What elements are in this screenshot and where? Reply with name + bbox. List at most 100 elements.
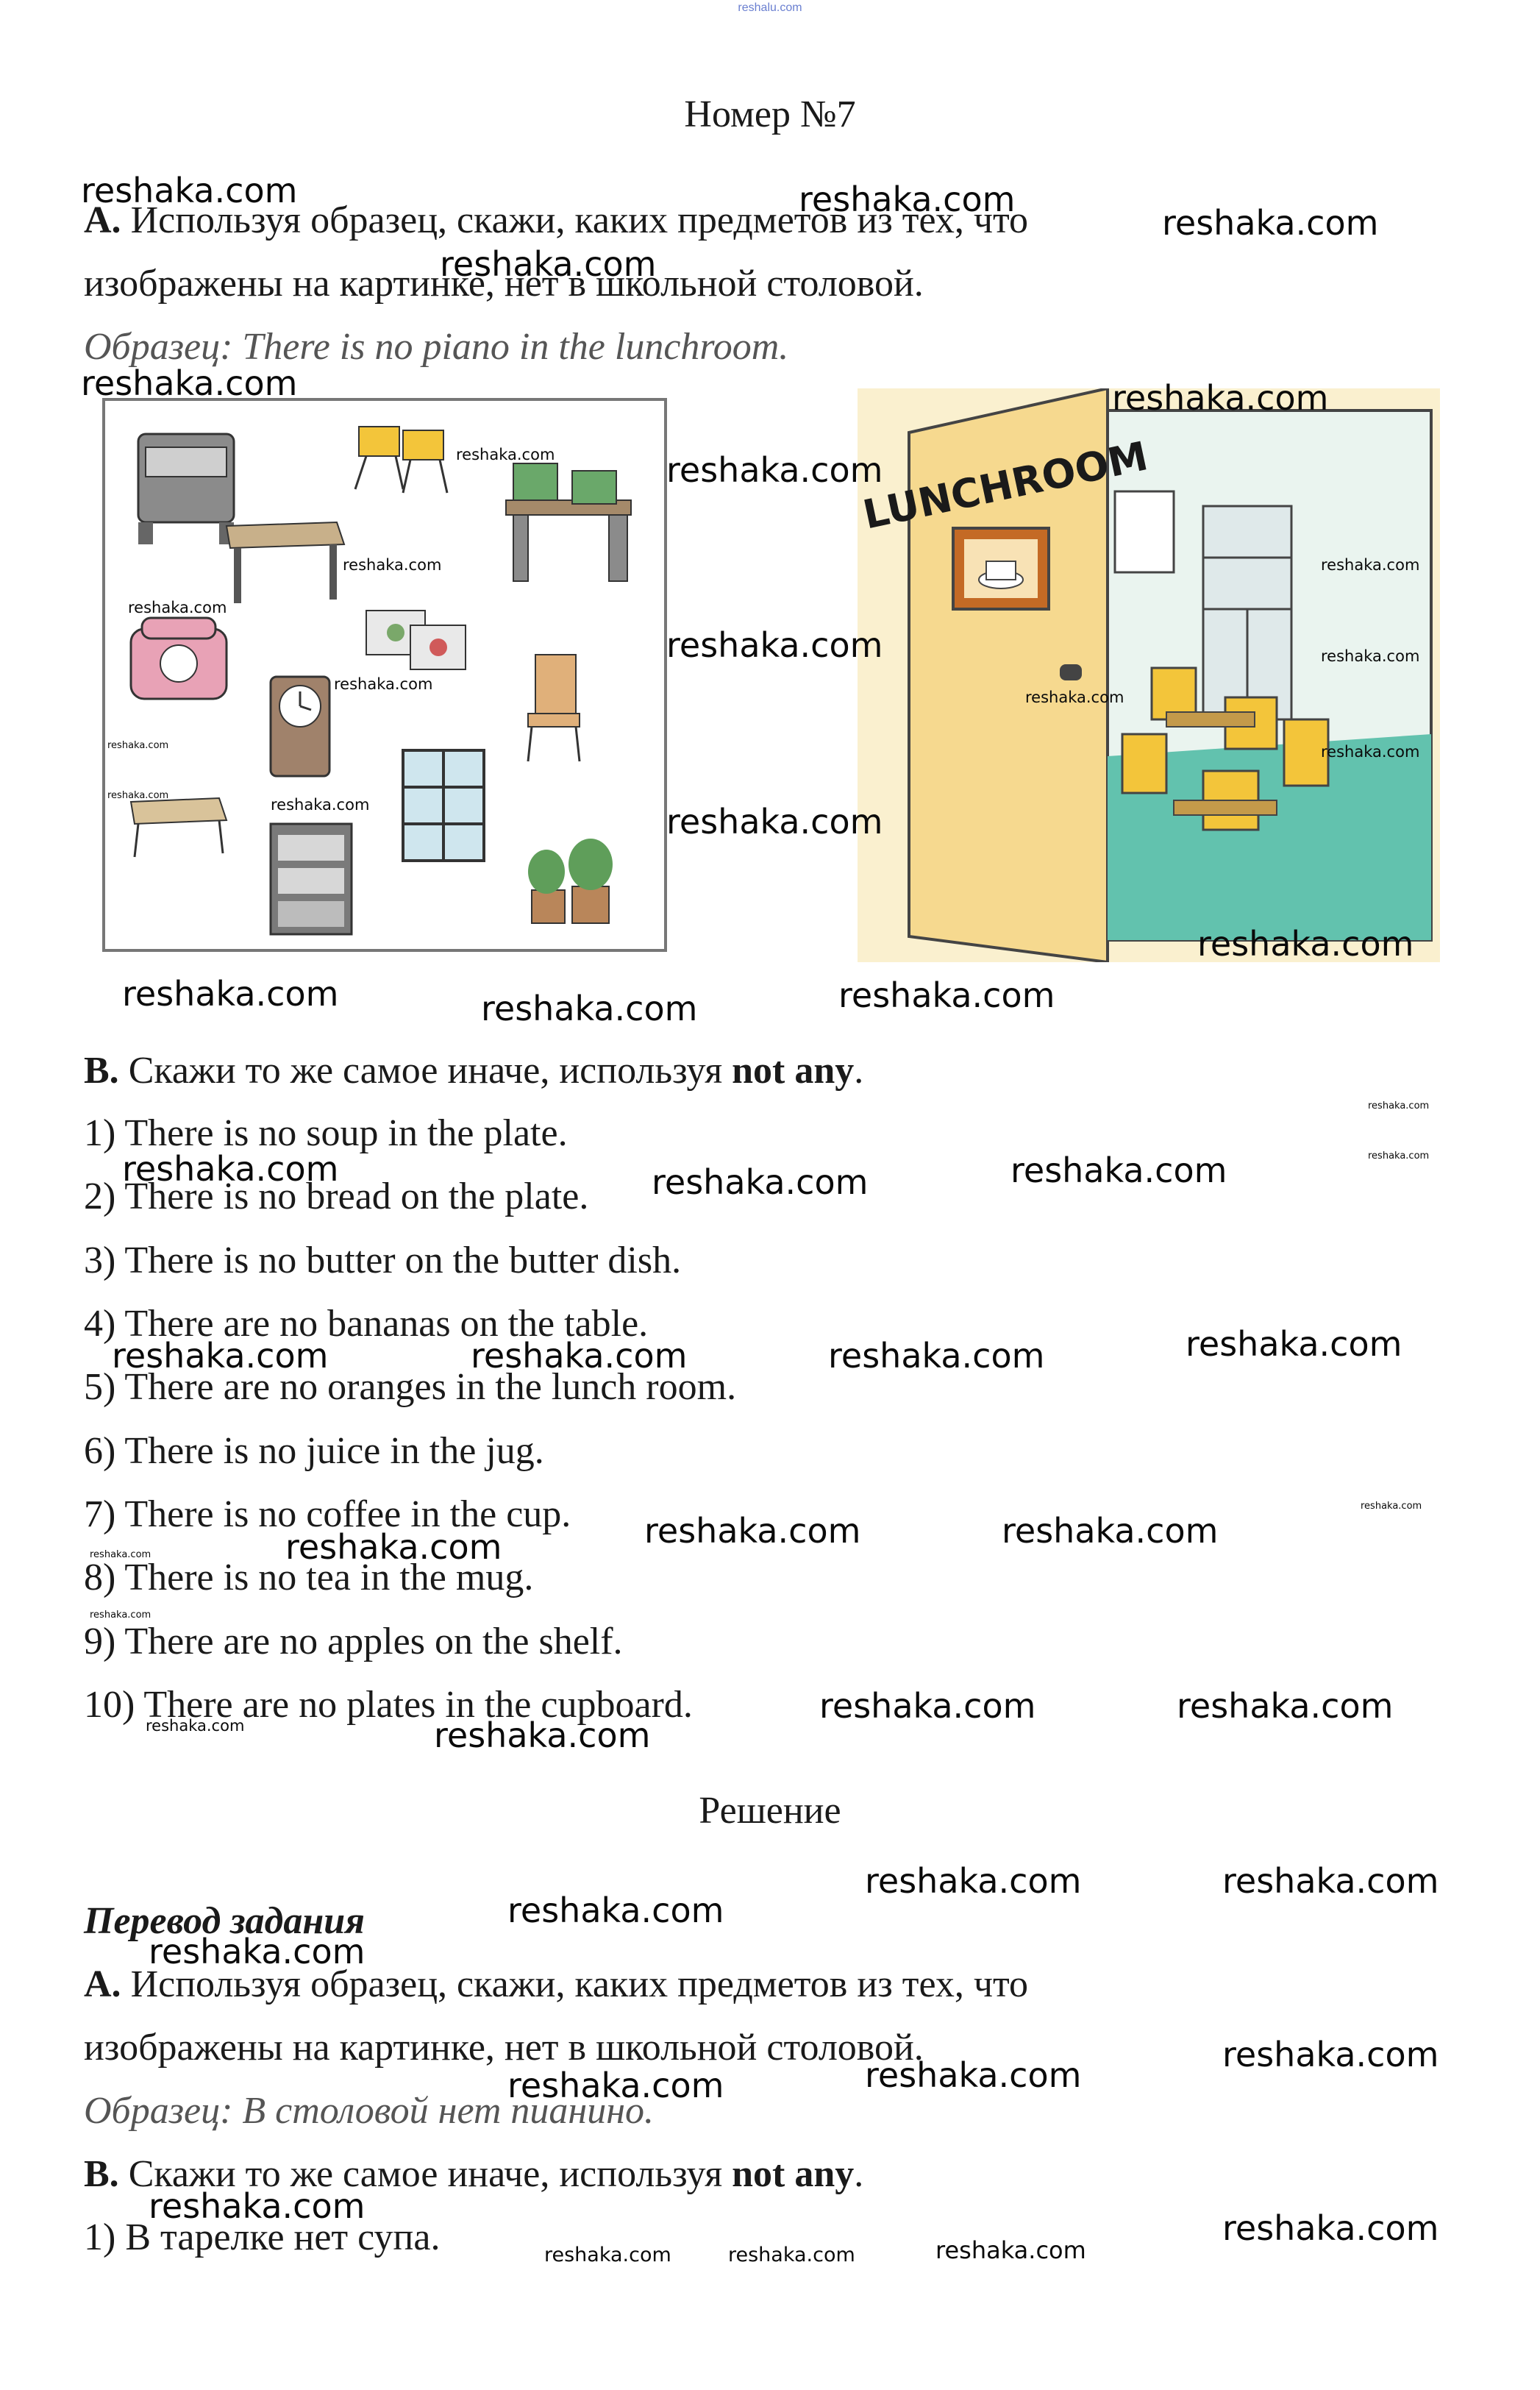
task-b-text: Скажи то же самое иначе, используя — [128, 1050, 723, 1092]
watermark: reshaka.com — [481, 989, 698, 1028]
watermark: reshaka.com — [819, 1686, 1036, 1726]
watermark: reshaka.com — [1197, 924, 1414, 964]
watermark: reshaka.com — [90, 1549, 151, 1560]
watermark: reshaka.com — [1368, 1100, 1430, 1112]
task-b-emphasis: not any — [732, 1050, 855, 1092]
watermark: reshaka.com — [434, 1715, 651, 1755]
translation-b-end: . — [854, 2153, 864, 2195]
clock-icon — [269, 675, 331, 778]
coffee-cup-picture-icon — [952, 527, 1050, 611]
watermark: reshaka.com — [1162, 203, 1379, 243]
watermark: reshaka.com — [343, 556, 442, 574]
task-b-end: . — [854, 1050, 864, 1092]
watermark: reshaka.com — [90, 1610, 151, 1621]
lunchroom-chairs — [1121, 666, 1330, 831]
watermark: reshaka.com — [838, 975, 1055, 1015]
watermark: reshaka.com — [1112, 378, 1329, 418]
watermark: reshaka.com — [1321, 743, 1420, 761]
watermark: reshaka.com — [440, 244, 657, 284]
watermark: reshaka.com — [507, 2066, 724, 2105]
watermark: reshaka.com — [1025, 689, 1124, 706]
bench-icon — [129, 797, 228, 858]
watermark: reshaka.com — [456, 446, 555, 463]
translation-b: B. Скажи то же самое иначе, используя no… — [84, 2152, 863, 2197]
task-b-label: B. — [84, 1050, 119, 1092]
watermark: reshaka.com — [544, 2244, 671, 2266]
watermark: reshaka.com — [507, 1891, 724, 1930]
page-title: Номер №7 — [684, 93, 856, 135]
watermark: reshaka.com — [1222, 2208, 1439, 2248]
chairs-icon — [354, 426, 449, 494]
sentence-5: 5) There are no oranges in the lunch roo… — [84, 1366, 737, 1408]
watermark: reshaka.com — [865, 2055, 1082, 2095]
watermark: reshaka.com — [1361, 1501, 1422, 1512]
watermark: reshaka.com — [935, 2236, 1086, 2264]
watermark: reshaka.com — [1368, 1150, 1430, 1162]
watermark: reshaka.com — [149, 2186, 366, 2226]
watermark: reshaka.com — [1002, 1511, 1219, 1551]
watermark: reshaka.com — [666, 802, 883, 842]
watermark: reshaka.com — [107, 740, 169, 751]
watermark: reshaka.com — [728, 2244, 855, 2266]
top-link[interactable]: reshalu.com — [738, 1, 802, 14]
computer-desk-icon — [505, 463, 632, 582]
watermark: reshaka.com — [81, 171, 298, 210]
sentence-7: 7) There is no coffee in the cup. — [84, 1493, 571, 1535]
translation-a-line2: изображены на картинке, нет в школьной с… — [84, 2027, 924, 2069]
task-a-line2: изображены на картинке, нет в школьной с… — [84, 263, 924, 305]
sentence-8: 8) There is no tea in the mug. — [84, 1557, 534, 1598]
watermark: reshaka.com — [128, 599, 227, 616]
objects-illustration — [102, 398, 667, 952]
plants-icon — [528, 839, 613, 924]
watermark: reshaka.com — [644, 1511, 861, 1551]
translation-a-label: A. — [84, 1963, 121, 2005]
pictures-icon — [366, 610, 466, 670]
watermark: reshaka.com — [149, 1932, 366, 1971]
watermark: reshaka.com — [666, 625, 883, 665]
telephone-icon — [129, 616, 228, 700]
chair-icon — [527, 654, 581, 762]
watermark: reshaka.com — [334, 675, 433, 693]
sentence-1: 1) There is no soup in the plate. — [84, 1112, 568, 1154]
translation-heading: Перевод задания — [84, 1900, 365, 1942]
sentence-9: 9) There are no apples on the shelf. — [84, 1621, 623, 1662]
sentence-10: 10) There are no plates in the cupboard. — [84, 1684, 693, 1726]
task-a-line1: A. Используя образец, скажи, каких предм… — [84, 199, 1028, 243]
watermark: reshaka.com — [122, 1149, 339, 1189]
watermark: reshaka.com — [666, 450, 883, 490]
watermark: reshaka.com — [1222, 1861, 1439, 1901]
watermark: reshaka.com — [652, 1162, 869, 1202]
solution-heading: Решение — [699, 1790, 841, 1832]
sentence-3: 3) There is no butter on the butter dish… — [84, 1240, 682, 1281]
watermark: reshaka.com — [146, 1717, 245, 1735]
cupboard-icon — [269, 822, 353, 936]
task-b: B. Скажи то же самое иначе, используя no… — [84, 1049, 863, 1093]
translation-a-text1: Используя образец, скажи, каких предмето… — [130, 1963, 1029, 2005]
watermark: reshaka.com — [1186, 1324, 1402, 1364]
watermark: reshaka.com — [81, 363, 298, 403]
watermark: reshaka.com — [1321, 647, 1420, 665]
translation-b-text: Скажи то же самое иначе, используя — [128, 2153, 723, 2195]
watermark: reshaka.com — [1222, 2035, 1439, 2074]
watermark: reshaka.com — [1321, 556, 1420, 574]
watermark: reshaka.com — [799, 179, 1016, 219]
watermark: reshaka.com — [271, 796, 370, 814]
sentence-4: 4) There are no bananas on the table. — [84, 1303, 649, 1345]
table-icon — [225, 521, 346, 603]
sentence-2: 2) There is no bread on the plate. — [84, 1176, 589, 1217]
watermark: reshaka.com — [1177, 1686, 1394, 1726]
translation-b-item1: 1) В тарелке нет супа. — [84, 2216, 441, 2258]
translation-a-line1: A. Используя образец, скажи, каких предм… — [84, 1963, 1028, 2007]
translation-b-label: B. — [84, 2153, 119, 2195]
piano-icon — [137, 433, 235, 544]
watermark: reshaka.com — [1010, 1150, 1227, 1190]
task-a-example: Образец: There is no piano in the lunchr… — [84, 326, 789, 368]
task-a-label: A. — [84, 199, 121, 241]
watermark: reshaka.com — [285, 1527, 502, 1567]
translation-a-example: Образец: В столовой нет пианино. — [84, 2090, 655, 2132]
watermark: reshaka.com — [828, 1336, 1045, 1376]
watermark: reshaka.com — [865, 1861, 1082, 1901]
window-icon — [402, 749, 485, 862]
sentence-6: 6) There is no juice in the jug. — [84, 1430, 544, 1472]
